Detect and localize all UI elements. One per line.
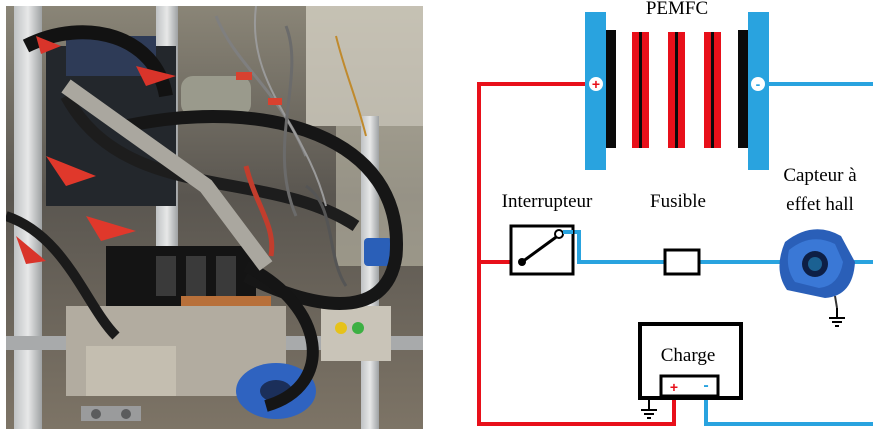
switch-symbol (509, 224, 575, 276)
load-label: Charge (661, 345, 716, 366)
switch-label: Interrupteur (502, 191, 593, 212)
negative-terminal-sign: - (756, 76, 761, 92)
cell-3-membrane (711, 32, 714, 148)
positive-current-collector (606, 30, 616, 148)
negative-wire-middle (563, 230, 665, 264)
load-minus-sign: - (703, 377, 708, 394)
stack-label: PEMFC (646, 0, 708, 19)
positive-terminal (589, 77, 603, 91)
circuit-diagram: PEMFC + - Interrupteur Fusible Capteur à… (477, 0, 873, 426)
fuse-symbol (663, 248, 701, 276)
load-plus-sign: + (670, 379, 678, 395)
fuse-label: Fusible (650, 191, 706, 212)
positive-end-plate (585, 12, 606, 170)
sensor-label-line2: effet hall (786, 194, 854, 215)
load-ground-icon (641, 398, 657, 419)
cell-1-membrane (639, 32, 642, 148)
negative-end-plate (748, 12, 769, 170)
circuit-schematic: PEMFC + - Interrupteur Fusible Capteur à… (423, 0, 873, 429)
cell-2-membrane (675, 32, 678, 148)
hall-sensor-icon (779, 229, 855, 327)
negative-terminal (751, 77, 765, 91)
load-box (638, 322, 743, 400)
test-bench-photo-illustration (6, 6, 423, 429)
sensor-label-line1: Capteur à (783, 165, 857, 186)
positive-wire (477, 82, 676, 426)
negative-wire-bottom (704, 392, 873, 426)
positive-terminal-sign: + (592, 76, 600, 92)
negative-current-collector (738, 30, 748, 148)
test-bench-photo (6, 6, 423, 429)
fuel-cell-stack (585, 12, 769, 170)
